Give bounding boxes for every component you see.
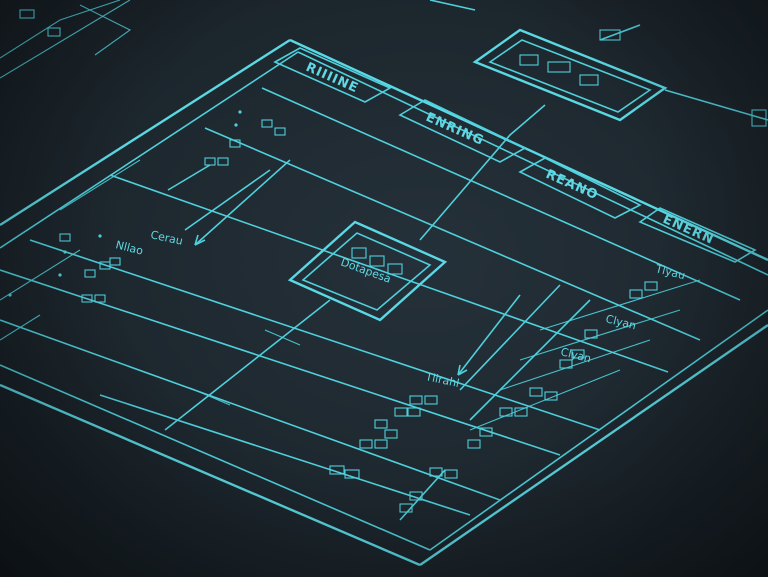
title-box [273, 47, 392, 103]
grid-rows [0, 87, 741, 516]
central-node [287, 220, 448, 322]
cell-glyphs [8, 110, 658, 513]
node-label: Dotapesa [339, 256, 393, 286]
row-label-bottom: Tlirahl [423, 370, 460, 390]
row-label-left-1: Nllao [114, 238, 144, 257]
outer-frame [0, 38, 768, 567]
row-label-right-2: Clyan [604, 312, 637, 332]
header-box-3 [638, 207, 757, 263]
top-right-component [429, 0, 768, 127]
caption-left: Cerau [149, 228, 184, 248]
row-label-right-1: Tlyau [653, 262, 686, 282]
row-label-right-3: Clyan [559, 345, 592, 365]
top-left-fragment [0, 0, 132, 79]
header-box-1 [398, 99, 527, 163]
connector-lines [164, 104, 591, 521]
arrows [194, 159, 521, 376]
header-box-2 [518, 157, 642, 219]
header-boxes [273, 47, 757, 263]
